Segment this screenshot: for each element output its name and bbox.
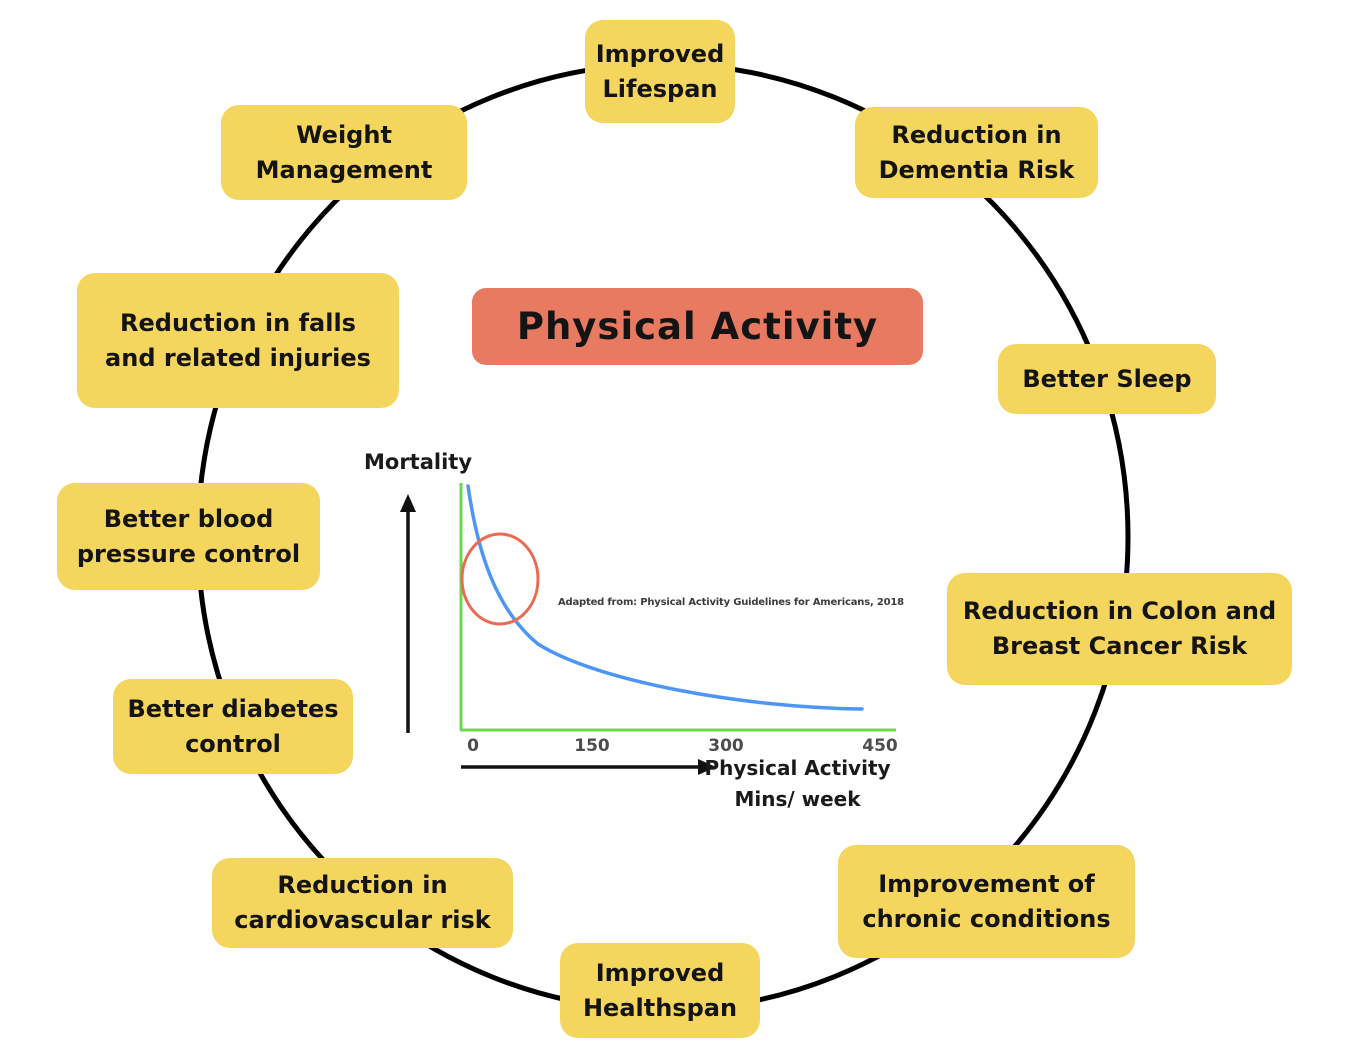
chart-annotation: Adapted from: Physical Activity Guidelin… [558, 597, 904, 608]
node-better-blood-pressure-control: Better blood pressure control [57, 483, 320, 590]
x-tick-0: 0 [467, 736, 479, 756]
x-tick-150: 150 [574, 736, 610, 756]
node-improved-healthspan: Improved Healthspan [560, 943, 760, 1038]
mortality-curve [466, 484, 864, 711]
node-reduction-falls-injuries: Reduction in falls and related injuries [77, 273, 399, 408]
node-reduction-colon-breast-cancer: Reduction in Colon and Breast Cancer Ris… [947, 573, 1292, 685]
node-improved-lifespan: Improved Lifespan [585, 20, 735, 123]
inset-chart-graphics [400, 483, 896, 775]
node-weight-management: Weight Management [221, 105, 467, 200]
x-tick-300: 300 [708, 736, 744, 756]
x-axis-arrowhead-icon [698, 759, 716, 775]
chart-xlabel: Physical Activity Mins/ week [704, 756, 891, 811]
title-box: Physical Activity [472, 288, 923, 365]
x-tick-450: 450 [862, 736, 898, 756]
node-improvement-chronic-conditions: Improvement of chronic conditions [838, 845, 1135, 958]
highlight-ellipse [460, 532, 540, 626]
node-reduction-cardiovascular-risk: Reduction in cardiovascular risk [212, 858, 513, 948]
node-better-diabetes-control: Better diabetes control [113, 679, 353, 774]
y-axis-arrowhead-icon [400, 494, 416, 512]
chart-ylabel: Mortality [364, 450, 473, 474]
node-better-sleep: Better Sleep [998, 344, 1216, 414]
node-reduction-dementia-risk: Reduction in Dementia Risk [855, 107, 1098, 198]
title-label: Physical Activity [516, 305, 879, 348]
